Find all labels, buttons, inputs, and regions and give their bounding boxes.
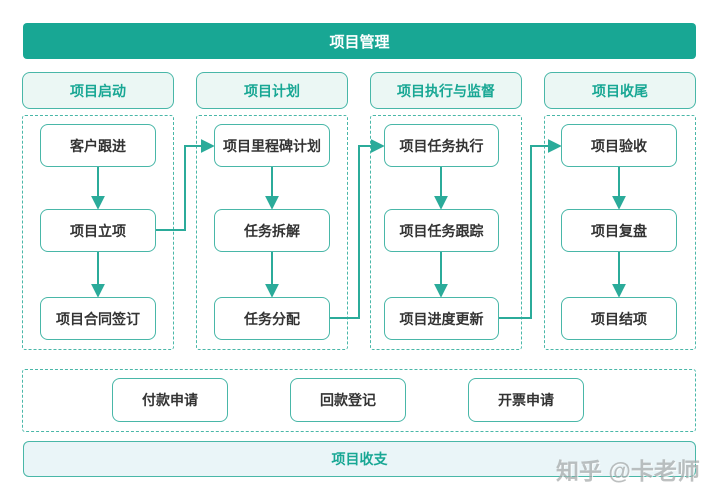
node-label: 回款登记 (320, 392, 376, 408)
node-label: 项目任务执行 (399, 137, 484, 154)
node-task-tracking: 项目任务跟踪 (384, 209, 499, 252)
node-progress-update: 项目进度更新 (384, 297, 499, 340)
node-label: 项目进度更新 (399, 310, 484, 327)
node-customer-follow-up: 客户跟进 (40, 124, 156, 167)
node-milestone-plan: 项目里程碑计划 (214, 124, 330, 167)
node-label: 项目验收 (591, 137, 647, 154)
diagram-title-banner: 项目管理 (23, 23, 696, 59)
node-task-breakdown: 任务拆解 (214, 209, 330, 252)
node-project-acceptance: 项目验收 (561, 124, 677, 167)
node-label: 客户跟进 (70, 137, 126, 154)
phase-header-label: 项目执行与监督 (397, 82, 495, 99)
finance-container (22, 369, 696, 432)
node-label: 任务分配 (244, 310, 300, 327)
node-task-assignment: 任务分配 (214, 297, 330, 340)
node-project-approval: 项目立项 (40, 209, 156, 252)
node-payment-request: 付款申请 (112, 378, 228, 422)
node-label: 项目合同签订 (56, 310, 140, 327)
node-payment-collection: 回款登记 (290, 378, 406, 422)
node-label: 项目复盘 (591, 222, 647, 239)
phase-header-initiation: 项目启动 (22, 72, 174, 109)
phase-container-initiation (22, 115, 174, 350)
node-project-closure: 项目结项 (561, 297, 677, 340)
node-project-review: 项目复盘 (561, 209, 677, 252)
node-label: 项目任务跟踪 (399, 222, 484, 239)
node-label: 开票申请 (498, 392, 554, 408)
node-label: 项目立项 (70, 222, 126, 239)
node-label: 任务拆解 (244, 222, 300, 239)
phase-header-planning: 项目计划 (196, 72, 348, 109)
phase-header-label: 项目计划 (244, 82, 300, 99)
phase-header-closing: 项目收尾 (544, 72, 696, 109)
diagram-title: 项目管理 (329, 33, 390, 51)
footer-bar-label: 项目收支 (331, 451, 388, 467)
node-label: 付款申请 (142, 392, 198, 408)
node-task-execution: 项目任务执行 (384, 124, 499, 167)
phase-header-label: 项目启动 (70, 82, 126, 99)
phase-header-label: 项目收尾 (592, 82, 648, 99)
node-invoice-request: 开票申请 (468, 378, 584, 422)
node-label: 项目里程碑计划 (223, 137, 321, 154)
phase-header-execution: 项目执行与监督 (370, 72, 522, 109)
node-label: 项目结项 (591, 310, 647, 327)
footer-bar-income-expense: 项目收支 (23, 441, 696, 477)
node-contract-signing: 项目合同签订 (40, 297, 156, 340)
